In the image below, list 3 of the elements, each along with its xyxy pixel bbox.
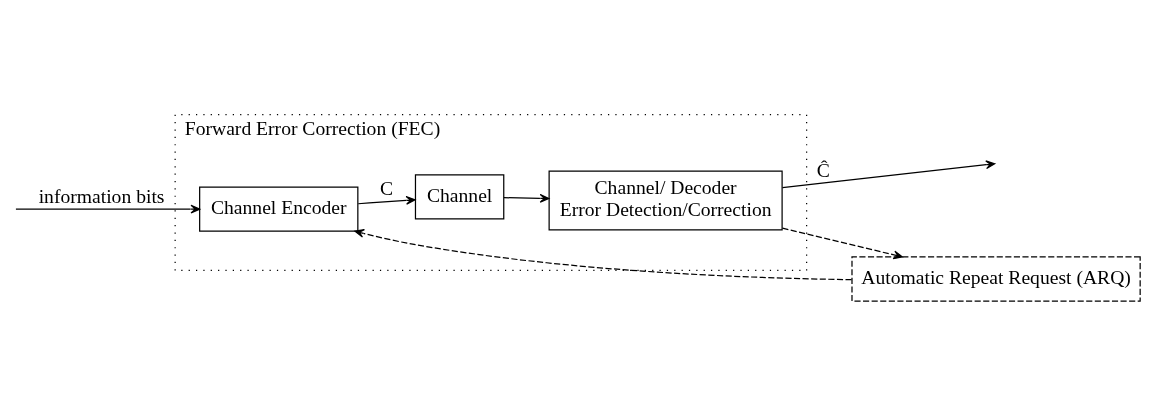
edge-label: Ĉ xyxy=(816,160,830,181)
edge-label: information bits xyxy=(38,185,165,207)
edge-label: C xyxy=(380,178,394,200)
